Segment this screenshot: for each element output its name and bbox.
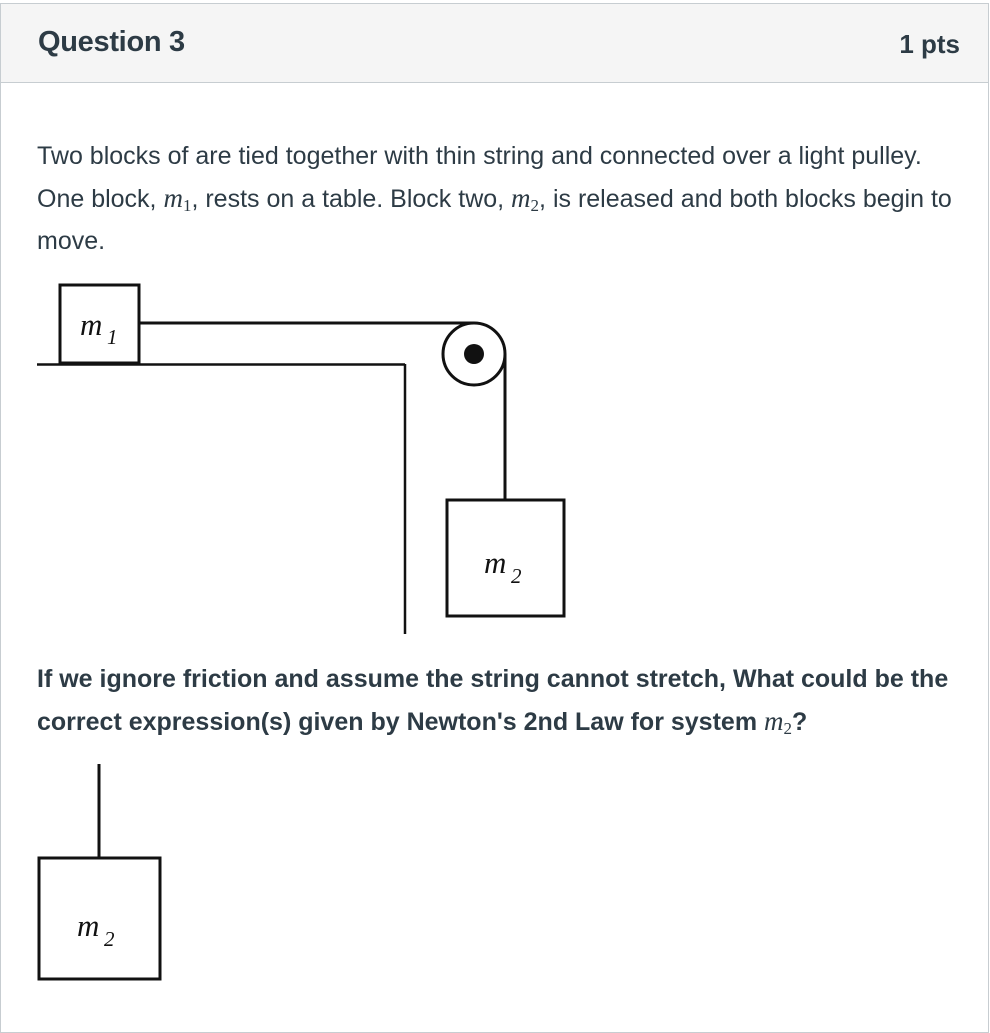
fbd-block-label: m [77, 908, 99, 943]
fbd-block-m2 [37, 856, 162, 981]
question-points: 1 pts [899, 29, 960, 59]
question-header: Question 3 1 pts [1, 4, 988, 83]
block-m2 [445, 498, 566, 618]
question-text: Two blocks of are tied together with thi… [37, 135, 957, 262]
m2-symbol: m2 [511, 183, 540, 215]
question-text-part-1: Two blocks of are tied together with thi… [37, 142, 922, 213]
m1-symbol: m1 [163, 183, 192, 215]
prompt-text-main: If we ignore friction and assume the str… [37, 665, 949, 736]
pulley-axle [464, 344, 484, 364]
question-card: Question 3 1 pts [0, 3, 989, 1033]
block-m1-label: m [80, 307, 102, 342]
question-text-part-2: , rests on a table. Block two, [191, 185, 512, 213]
block-m1 [58, 283, 141, 365]
block-m2-subscript: 2 [511, 564, 522, 588]
prompt-text: If we ignore friction and assume the str… [37, 658, 967, 743]
prompt-m2-symbol: m2 [764, 706, 792, 738]
block-m1-subscript: 1 [107, 325, 118, 349]
question-text-part-3: , is released and both blocks begin to m… [37, 185, 952, 255]
prompt-text-end: ? [792, 708, 808, 736]
fbd-block-subscript: 2 [104, 927, 115, 951]
question-title: Question 3 [38, 26, 185, 58]
block-m2-label: m [484, 545, 506, 580]
